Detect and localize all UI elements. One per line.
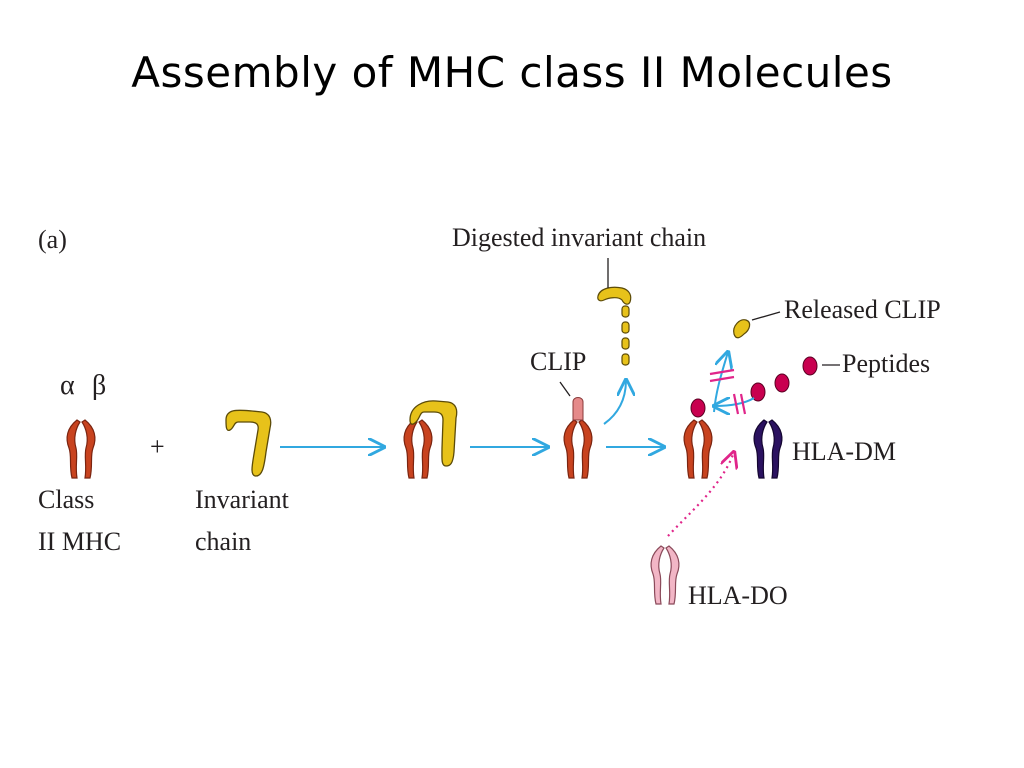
clip-label: CLIP (530, 347, 586, 376)
mhc-with-clip (563, 419, 593, 479)
plus-sign: + (150, 432, 165, 461)
released-clip-label: Released CLIP (784, 295, 941, 324)
clip-fragment (572, 397, 584, 421)
invariant-chain-label-line1: Invariant (195, 485, 290, 514)
mhc-invariant-complex (403, 419, 433, 479)
peptide-loading-block-mark (732, 393, 747, 415)
digested-invariant-chain-label: Digested invariant chain (452, 223, 706, 252)
panel-label: (a) (38, 225, 67, 254)
clip-release-arrow (713, 352, 728, 413)
clip-leader-line (559, 381, 571, 397)
invariant-chain-shape (225, 409, 272, 477)
class-ii-mhc-molecule (66, 419, 96, 479)
slide-title: Assembly of MHC class II Molecules (131, 48, 893, 97)
hla-dm-molecule (753, 419, 783, 479)
hla-do-label: HLA-DO (688, 581, 788, 610)
invariant-chain-label-line2: chain (195, 527, 251, 556)
digested-invariant-chain-fragments (597, 286, 632, 366)
peptides-label: Peptides (842, 349, 930, 378)
released-clip-leader-line (751, 311, 781, 321)
beta-label: β (92, 370, 106, 401)
hla-dm-label: HLA-DM (792, 437, 896, 466)
hla-do-inhibition-arrow (667, 452, 734, 537)
mhc-peptide-loading (683, 419, 713, 479)
free-peptides (750, 356, 818, 402)
bound-invariant-chain (409, 400, 458, 467)
class-ii-mhc-label-line2: II MHC (38, 527, 121, 556)
released-clip-fragment (733, 319, 751, 339)
clip-release-block-mark (709, 368, 735, 383)
arrow-to-digested-chain (603, 380, 626, 425)
class-ii-mhc-label-line1: Class (38, 485, 94, 514)
alpha-label: α (60, 370, 75, 401)
loaded-peptide (690, 398, 706, 418)
hla-do-molecule (650, 545, 680, 605)
